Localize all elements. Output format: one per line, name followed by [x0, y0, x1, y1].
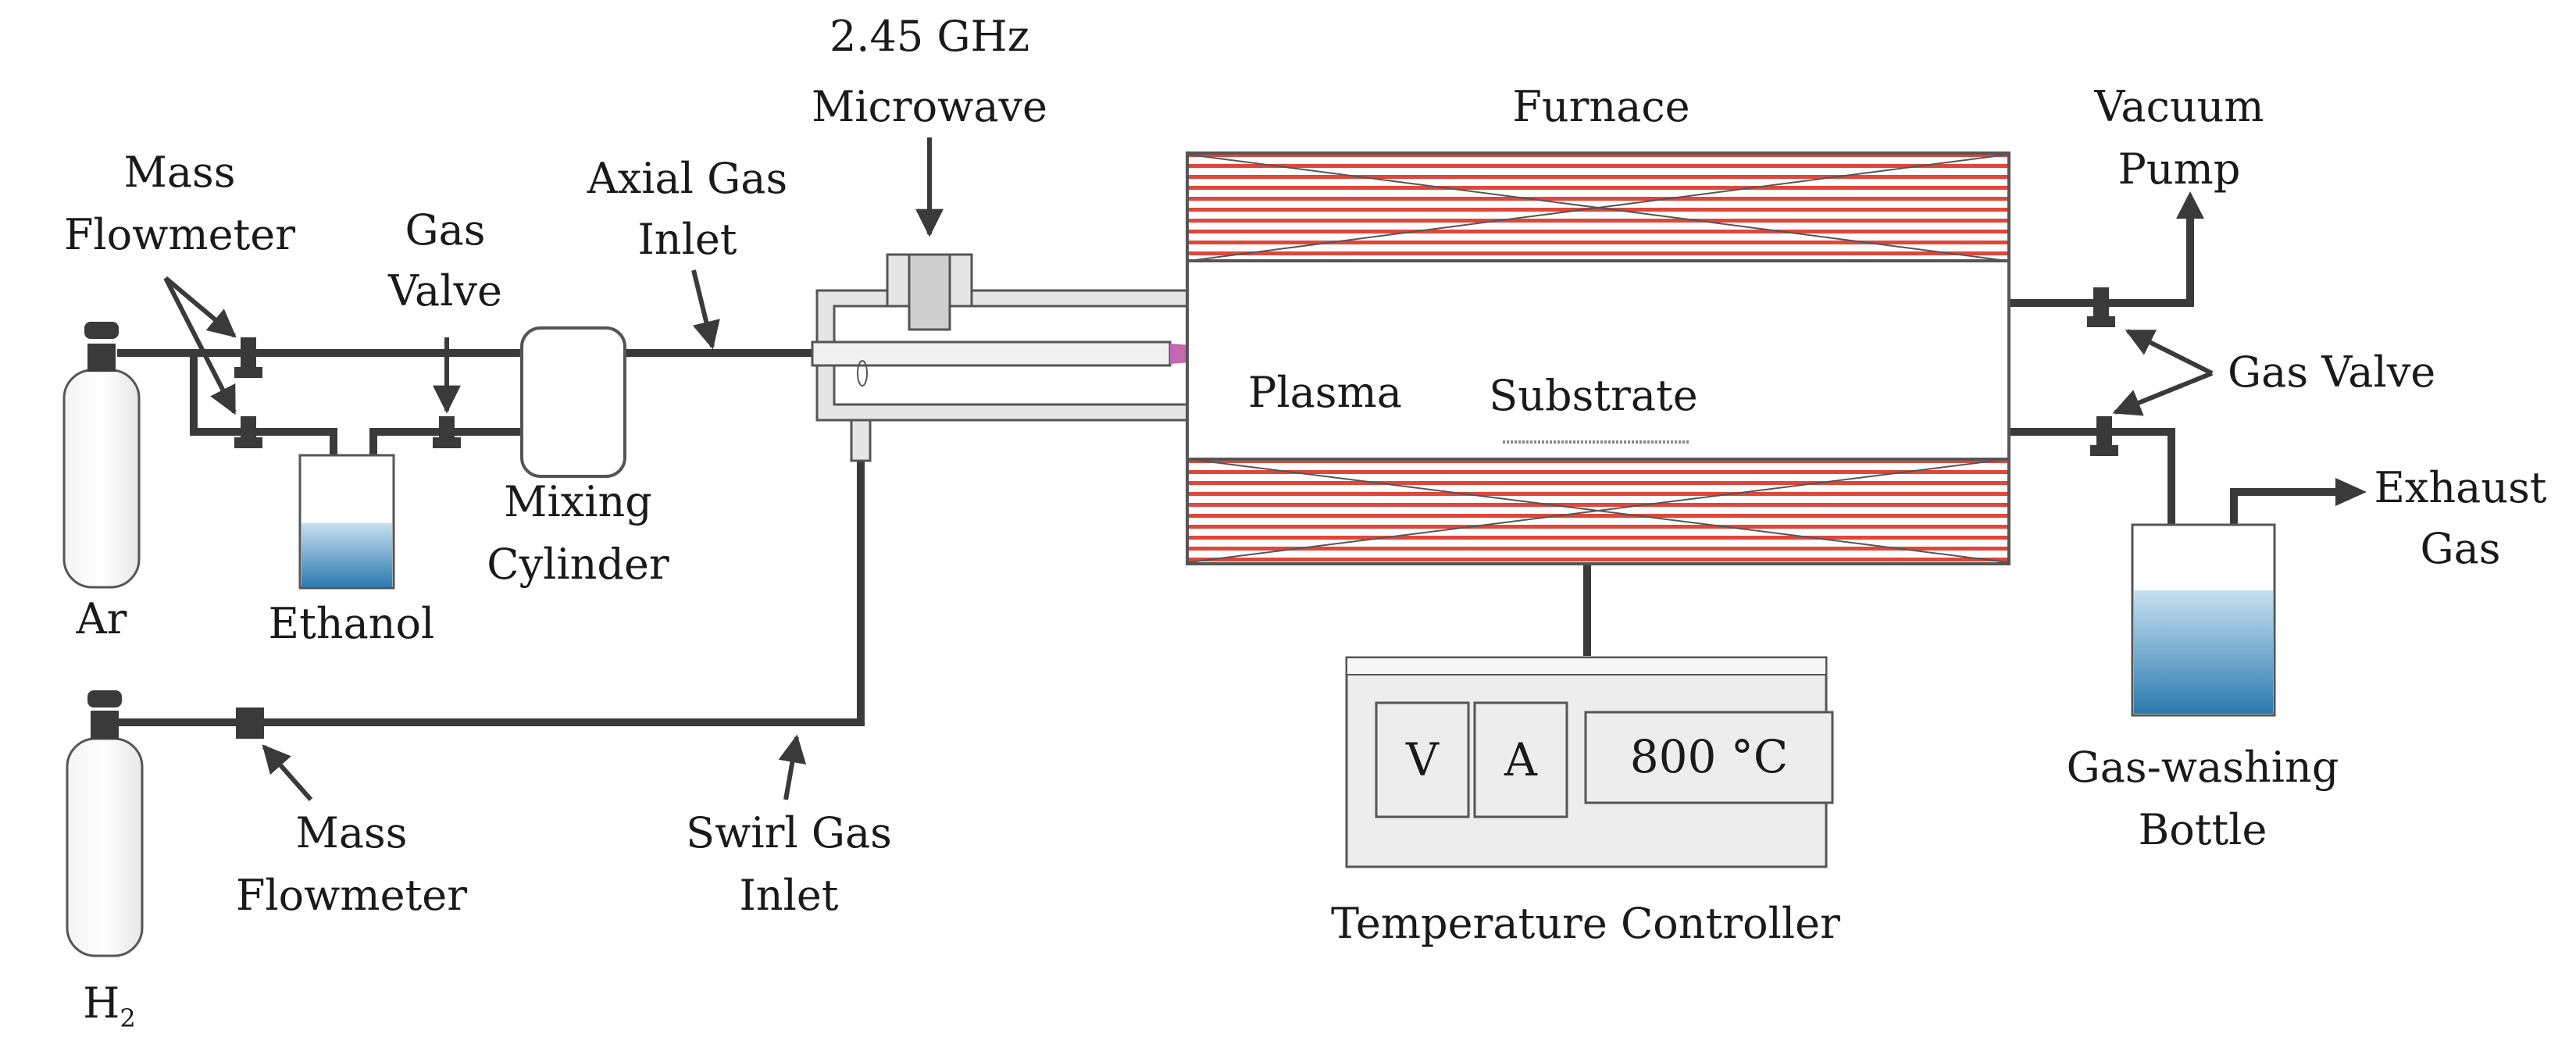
ethanol-bubbler: [298, 454, 395, 590]
voltage-meter-label: V: [1406, 733, 1439, 786]
substrate-label: Substrate: [1489, 371, 1698, 420]
temperature-controller-label: Temperature Controller: [1331, 899, 1840, 948]
gas-valve-exhaust-icon: [2090, 416, 2118, 456]
h2-label: H2: [47, 978, 172, 1044]
current-meter: [1473, 701, 1568, 818]
mass-flowmeter-bottom-label-2: Flowmeter: [235, 871, 468, 920]
vacuum-pump-label-1: Vacuum: [2094, 82, 2264, 131]
mass-flowmeter-h2-icon: [236, 707, 264, 739]
h2-label-main: H: [83, 978, 120, 1028]
swirl-gas-label-2: Inlet: [739, 871, 839, 920]
h2-label-subscript: 2: [120, 1003, 136, 1033]
voltage-meter: [1375, 701, 1470, 818]
vacuum-pump-label-2: Pump: [2118, 144, 2241, 194]
plasma-label: Plasma: [1248, 368, 1402, 417]
microwave-torch: [811, 253, 1297, 462]
furnace: [1186, 151, 2010, 565]
gas-washing-bottle: [2131, 523, 2276, 717]
mixing-cylinder-label-1: Mixing: [504, 477, 652, 526]
microwave-frequency-label: 2.45 GHz: [829, 12, 1030, 61]
gas-valve-right-label: Gas Valve: [2228, 348, 2436, 397]
exhaust-gas-label-1: Exhaust: [2374, 463, 2547, 512]
gas-valve-ethanol-icon: [433, 416, 461, 448]
microwave-label: Microwave: [811, 82, 1047, 131]
mass-flowmeter-top-label-1: Mass: [123, 148, 236, 197]
gas-washing-bottle-label-2: Bottle: [2138, 805, 2267, 854]
mass-flowmeter-ar-1-icon: [234, 337, 262, 378]
h2-swirl-line: [117, 461, 865, 726]
exhaust-gas-label-2: Gas: [2420, 524, 2501, 573]
ethanol-label: Ethanol: [268, 599, 435, 648]
mixing-cylinder-label-2: Cylinder: [487, 540, 669, 589]
temperature-controller: [1345, 656, 1834, 868]
mass-flowmeter-ar-2-icon: [234, 416, 262, 448]
gas-valve-vacuum-icon: [2087, 287, 2115, 327]
valves: [234, 287, 2118, 739]
annotation-arrows: [163, 269, 2214, 801]
gas-valve-left-label-1: Gas: [405, 205, 486, 255]
vacuum-line: [2009, 219, 2194, 307]
exhaust-arrow-icon: [2335, 478, 2367, 506]
mass-flowmeter-top-label-2: Flowmeter: [63, 210, 296, 259]
ar-label: Ar: [76, 594, 127, 643]
furnace-label: Furnace: [1512, 82, 1690, 131]
ar-cylinder: [62, 322, 141, 589]
axial-gas-label-2: Inlet: [637, 215, 737, 264]
axial-gas-label-1: Axial Gas: [587, 154, 788, 203]
mass-flowmeter-bottom-label-1: Mass: [295, 808, 408, 857]
swirl-gas-label-1: Swirl Gas: [686, 808, 892, 857]
current-meter-label: A: [1504, 733, 1537, 786]
vacuum-arrow-icon: [2176, 191, 2204, 219]
h2-cylinder: [66, 690, 144, 957]
mixing-cylinder: [520, 326, 626, 478]
gas-valve-left-label-2: Valve: [388, 266, 502, 315]
temperature-readout: 800 °C: [1629, 730, 1789, 783]
gas-washing-bottle-label-1: Gas-washing: [2066, 743, 2339, 792]
temperature-display: [1584, 711, 1834, 804]
